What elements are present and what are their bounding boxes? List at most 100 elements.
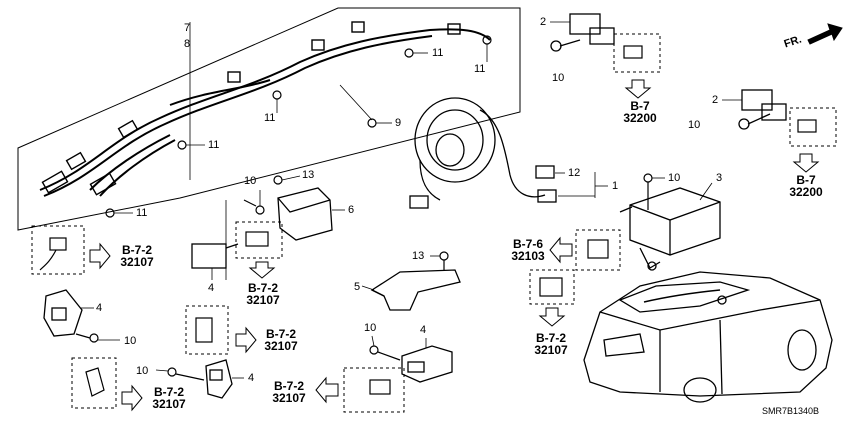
ref-code-number: 32200 xyxy=(789,185,823,199)
ref-code-section: B-7-2 xyxy=(247,281,278,295)
connector-inset-top-b xyxy=(789,107,837,147)
ref-code[interactable]: B-7-2 32107 xyxy=(256,328,306,352)
harness-leader-lines xyxy=(114,22,488,214)
connector-inset-left-low xyxy=(71,357,117,409)
bolt-10d xyxy=(167,367,177,377)
connector-inset-b76-plug xyxy=(587,239,609,259)
ref-code[interactable]: B-7-2 32107 xyxy=(144,386,194,410)
bolt-13a xyxy=(273,175,283,185)
callout-10: 10 xyxy=(688,119,701,131)
callout-4: 4 xyxy=(96,302,103,314)
bolt-10a-shaft xyxy=(243,199,257,207)
sensor-cover-6 xyxy=(277,187,333,241)
callout-2: 2 xyxy=(540,16,547,28)
callout-4: 4 xyxy=(208,282,215,294)
ref-code-section: B-7-2 xyxy=(121,243,152,257)
connector-inset-b76 xyxy=(575,229,621,271)
callout-2: 2 xyxy=(712,94,719,106)
arrow-down-4 xyxy=(248,261,276,279)
callout-12: 12 xyxy=(568,167,581,179)
callout-10: 10 xyxy=(136,365,149,377)
bracket-5 xyxy=(370,269,461,311)
callout-10: 10 xyxy=(668,172,681,184)
connector-inset-bottom-mid-plug xyxy=(369,379,391,395)
callout-8: 8 xyxy=(184,38,191,50)
arrow-left-8 xyxy=(315,376,339,404)
ref-code-section: B-7-2 xyxy=(273,379,304,393)
connector-inset-top-b-plug xyxy=(797,119,817,133)
ref-code-section: B-7 xyxy=(630,99,650,113)
bolt-13a-leader xyxy=(281,175,301,181)
connector-inset-left-mid-plug xyxy=(195,317,213,343)
diagram-id: SMR7B1340B xyxy=(762,406,820,416)
connector-inset-mid xyxy=(235,221,283,259)
bracket-1 xyxy=(558,172,596,198)
sensor-top-a xyxy=(550,13,615,52)
sensor-4-left-low xyxy=(205,359,233,399)
bolt-10e xyxy=(369,345,379,355)
harness-group-outline xyxy=(17,7,521,231)
ref-code-number: 32107 xyxy=(272,391,306,405)
arrow-right-6 xyxy=(121,384,143,412)
bolt-13b xyxy=(439,251,449,261)
bolt-10c xyxy=(89,333,99,343)
callout-11: 11 xyxy=(136,207,148,219)
ref-code-number: 32107 xyxy=(534,343,568,357)
sensor-4-left-top xyxy=(43,289,83,337)
srs-unit-leader xyxy=(699,182,713,201)
bolt-10e-leader xyxy=(371,335,375,347)
arrow-right-7 xyxy=(89,242,111,270)
ref-code[interactable]: B-7-2 32107 xyxy=(112,244,162,268)
sensor-4-bottom-mid xyxy=(401,345,453,383)
ref-code-number: 32107 xyxy=(264,339,298,353)
callout-10: 10 xyxy=(244,175,257,187)
connector-inset-left-top xyxy=(31,225,85,275)
connector-inset-bottom-mid xyxy=(343,367,405,413)
bracket-5-leader xyxy=(361,285,375,291)
ref-code-section: B-7-2 xyxy=(265,327,296,341)
ref-code[interactable]: B-7-6 32103 xyxy=(506,238,550,262)
cable-reel xyxy=(409,97,557,209)
callout-5: 5 xyxy=(354,281,361,293)
connector-inset-left-top-plug xyxy=(49,237,67,251)
arrow-right-5 xyxy=(235,326,257,354)
connector-inset-left-mid xyxy=(185,305,229,355)
vehicle-outline xyxy=(583,271,833,403)
ref-code-number: 32107 xyxy=(246,293,280,307)
ref-code[interactable]: B-7-2 32107 xyxy=(238,282,288,306)
bolt-10a xyxy=(255,205,265,215)
ref-code-number: 32107 xyxy=(152,397,186,411)
ref-code[interactable]: B-7-2 32107 xyxy=(264,380,314,404)
callout-4: 4 xyxy=(248,372,255,384)
ref-code[interactable]: B-7 32200 xyxy=(786,174,826,198)
callout-13: 13 xyxy=(412,250,425,262)
connector-inset-lower-right xyxy=(529,269,575,305)
connector-inset-left-low-plug xyxy=(85,367,105,397)
connector-inset-lower-right-plug xyxy=(539,277,563,297)
bolt-10d-leader xyxy=(155,369,169,372)
callout-10: 10 xyxy=(552,72,565,84)
vehicle-harness-path xyxy=(643,289,721,303)
srs-unit xyxy=(619,187,721,271)
callout-7: 7 xyxy=(184,22,191,34)
ref-code-section: B-7 xyxy=(796,173,816,187)
ref-code-number: 32107 xyxy=(120,255,154,269)
bolt-10e-shaft xyxy=(377,351,401,361)
connector-inset-top-a-plug xyxy=(623,45,643,59)
srs-bolt xyxy=(643,173,653,183)
ref-code-section: B-7-2 xyxy=(535,331,566,345)
arrow-down-2 xyxy=(792,153,820,173)
ref-code-section: B-7-6 xyxy=(512,237,543,251)
arrow-down-1 xyxy=(624,79,652,99)
bolt-10d-shaft xyxy=(175,373,205,381)
bolt-10c-shaft xyxy=(75,333,91,339)
callout-6: 6 xyxy=(348,204,355,216)
sensor-top-b xyxy=(738,89,787,130)
callout-10: 10 xyxy=(124,335,137,347)
ref-code[interactable]: B-7-2 32107 xyxy=(526,332,576,356)
callout-13: 13 xyxy=(302,169,315,181)
connector-inset-mid-plug xyxy=(245,231,269,247)
ref-code[interactable]: B-7 32200 xyxy=(620,100,660,124)
connector-inset-left-top-wire xyxy=(39,249,57,271)
